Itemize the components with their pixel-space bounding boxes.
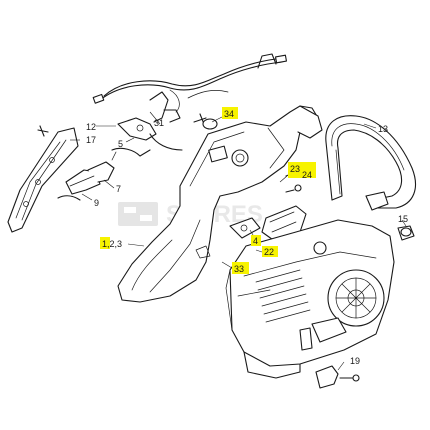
callout-7: 7 — [116, 184, 121, 194]
part-19 — [315, 365, 360, 389]
callout-labels: 34 13 12 31 17 5 7 9 23 24 15 4 22 1,2,3… — [86, 109, 408, 366]
highlight-23-24 — [288, 162, 316, 178]
highlight-22 — [262, 246, 278, 257]
wire-harness — [92, 53, 287, 113]
part-17-guard — [7, 125, 79, 233]
callout-17: 17 — [86, 135, 96, 145]
callout-15: 15 — [398, 214, 408, 224]
highlight-33 — [232, 262, 249, 274]
callout-34: 34 — [224, 109, 234, 119]
callout-9: 9 — [94, 198, 99, 208]
callout-19: 19 — [350, 356, 360, 366]
highlight-4 — [251, 235, 261, 246]
callout-13: 13 — [378, 124, 388, 134]
cylinder-fins — [255, 269, 311, 323]
highlight-1 — [100, 237, 110, 249]
callout-5: 5 — [118, 139, 123, 149]
callout-4: 4 — [253, 236, 258, 246]
rear-handle-housing — [117, 105, 323, 303]
callout-22: 22 — [264, 247, 274, 257]
highlight-34 — [222, 107, 238, 119]
callout-highlights — [100, 107, 316, 274]
callout-24: 24 — [302, 170, 312, 180]
callout-31: 31 — [154, 118, 164, 128]
callout-1-2-3: 1,2,3 — [102, 239, 122, 249]
callout-33: 33 — [234, 264, 244, 274]
callout-12: 12 — [86, 122, 96, 132]
switch-linkage — [111, 91, 183, 161]
callout-23: 23 — [290, 164, 300, 174]
part-13-front-handle — [325, 115, 416, 211]
part-15 — [397, 225, 415, 241]
